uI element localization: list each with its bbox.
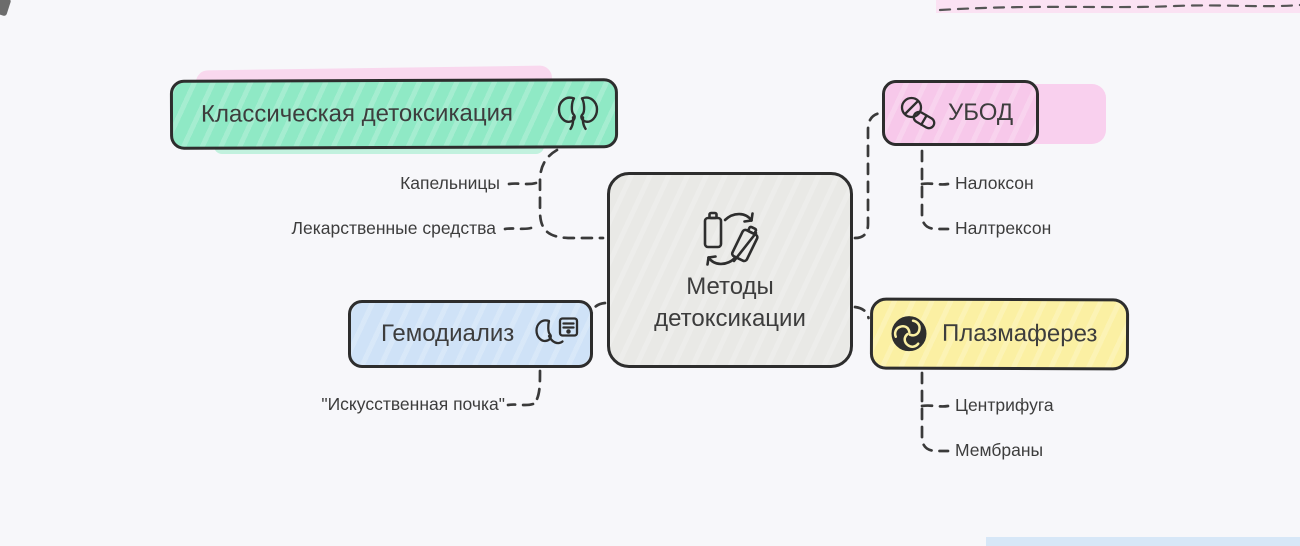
leaf-medications[interactable]: Лекарственные средства <box>291 218 496 238</box>
center-title: Методы детоксикации <box>654 271 806 334</box>
leaf-naltrexone[interactable]: Налтрексон <box>955 218 1052 238</box>
connector-classic-tick-drips <box>507 181 538 186</box>
connector-hemo-main <box>590 301 607 319</box>
connector-classic-main <box>538 148 605 240</box>
node-center-methods[interactable]: Методы детоксикации <box>607 172 853 368</box>
leaf-artificial-kidney[interactable]: "Искусственная почка" <box>321 394 505 414</box>
connector-ubod-child <box>920 149 950 231</box>
decor-dashed-stroke <box>938 3 1300 12</box>
leaf-centrifuge[interactable]: Центрифуга <box>955 395 1054 415</box>
node-hemo-label: Гемодиализ <box>381 320 515 347</box>
center-title-line2: детоксикации <box>654 305 806 332</box>
node-classic-label: Классическая детоксикация <box>200 99 513 128</box>
node-ubod-label: УБОД <box>948 99 1014 126</box>
node-plasma-label: Плазмаферез <box>941 319 1098 348</box>
leaf-drips[interactable]: Капельницы <box>400 173 500 193</box>
node-ubod[interactable]: УБОД <box>882 80 1039 146</box>
kidneys-icon <box>557 96 599 131</box>
connector-hemo-tick-kidney <box>506 402 535 407</box>
battery-swap-icon <box>703 212 759 267</box>
swirl-icon <box>891 316 927 352</box>
leaf-naloxone[interactable]: Налоксон <box>955 173 1034 193</box>
connector-ubod-tick-naloxone <box>920 182 950 186</box>
node-classic-detox[interactable]: Классическая детоксикация <box>169 78 619 150</box>
node-hemodialysis[interactable]: Гемодиализ <box>348 300 593 368</box>
connector-plasma-tick-centrifuge <box>920 404 950 408</box>
bottom-edge-scribble <box>986 537 1300 546</box>
leaf-membranes[interactable]: Мембраны <box>955 440 1044 460</box>
connector-classic-tick-medications <box>503 226 533 231</box>
connector-plasma-child <box>920 371 950 453</box>
node-plasmapheresis[interactable]: Плазмаферез <box>869 297 1130 371</box>
center-title-line1: Методы <box>686 273 774 301</box>
connector-ubod-main <box>853 111 883 240</box>
connector-hemo-child <box>534 369 542 403</box>
pills-icon <box>900 96 936 130</box>
connector-plasma-main <box>853 305 870 320</box>
top-edge-scribble <box>936 0 1300 13</box>
kidney-machine-icon <box>535 317 579 345</box>
